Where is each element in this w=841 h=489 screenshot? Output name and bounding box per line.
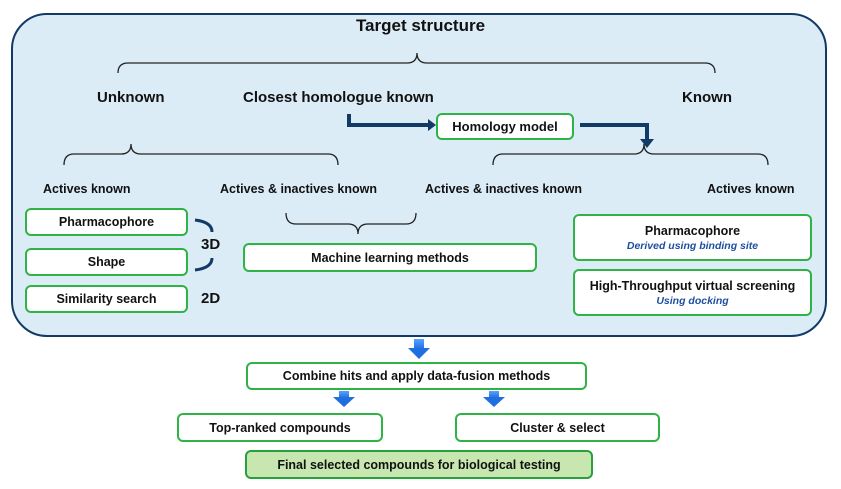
arrow-to-top-ranked <box>333 391 355 407</box>
diagram-title: Target structure <box>355 16 486 35</box>
htvs-note: Using docking <box>656 294 729 307</box>
machine-learning-box: Machine learning methods <box>243 243 537 272</box>
arrow-head-homology-model <box>428 119 436 131</box>
final-compounds-box: Final selected compounds for biological … <box>245 450 593 479</box>
arrow-head-known <box>640 139 654 148</box>
pharmacophore-box-left: Pharmacophore <box>25 208 188 236</box>
branch-closest-homologue: Closest homologue known <box>243 89 434 106</box>
branch-unknown: Unknown <box>97 89 165 106</box>
top-brace <box>117 52 716 74</box>
top-ranked-box: Top-ranked compounds <box>177 413 383 442</box>
htvs-box: High-Throughput virtual screening Using … <box>573 269 812 316</box>
pharmacophore-box-right: Pharmacophore Derived using binding site <box>573 214 812 261</box>
label-2d: 2D <box>201 290 221 307</box>
label-3d: 3D <box>201 236 221 253</box>
right-brace <box>492 143 769 166</box>
pharmacophore-right-note: Derived using binding site <box>626 239 759 252</box>
ml-brace <box>285 212 417 235</box>
branch-known: Known <box>682 89 732 106</box>
bracket-3d <box>194 218 214 233</box>
bracket-3d-lower <box>194 257 214 272</box>
cluster-select-box: Cluster & select <box>455 413 660 442</box>
actives-known-right: Actives known <box>707 182 795 196</box>
arrow-to-known <box>580 123 649 139</box>
left-brace <box>63 143 339 166</box>
pharmacophore-right-label: Pharmacophore <box>644 223 741 238</box>
arrow-to-combine <box>408 339 430 359</box>
arrow-to-homology-model <box>347 114 428 127</box>
homology-model-box: Homology model <box>436 113 574 140</box>
shape-box: Shape <box>25 248 188 276</box>
actives-known-left: Actives known <box>43 182 131 196</box>
htvs-label: High-Throughput virtual screening <box>589 278 796 293</box>
similarity-search-box: Similarity search <box>25 285 188 313</box>
combine-hits-box: Combine hits and apply data-fusion metho… <box>246 362 587 390</box>
actives-inactives-right: Actives & inactives known <box>425 182 583 196</box>
arrow-to-cluster <box>483 391 505 407</box>
actives-inactives-left: Actives & inactives known <box>220 182 378 196</box>
